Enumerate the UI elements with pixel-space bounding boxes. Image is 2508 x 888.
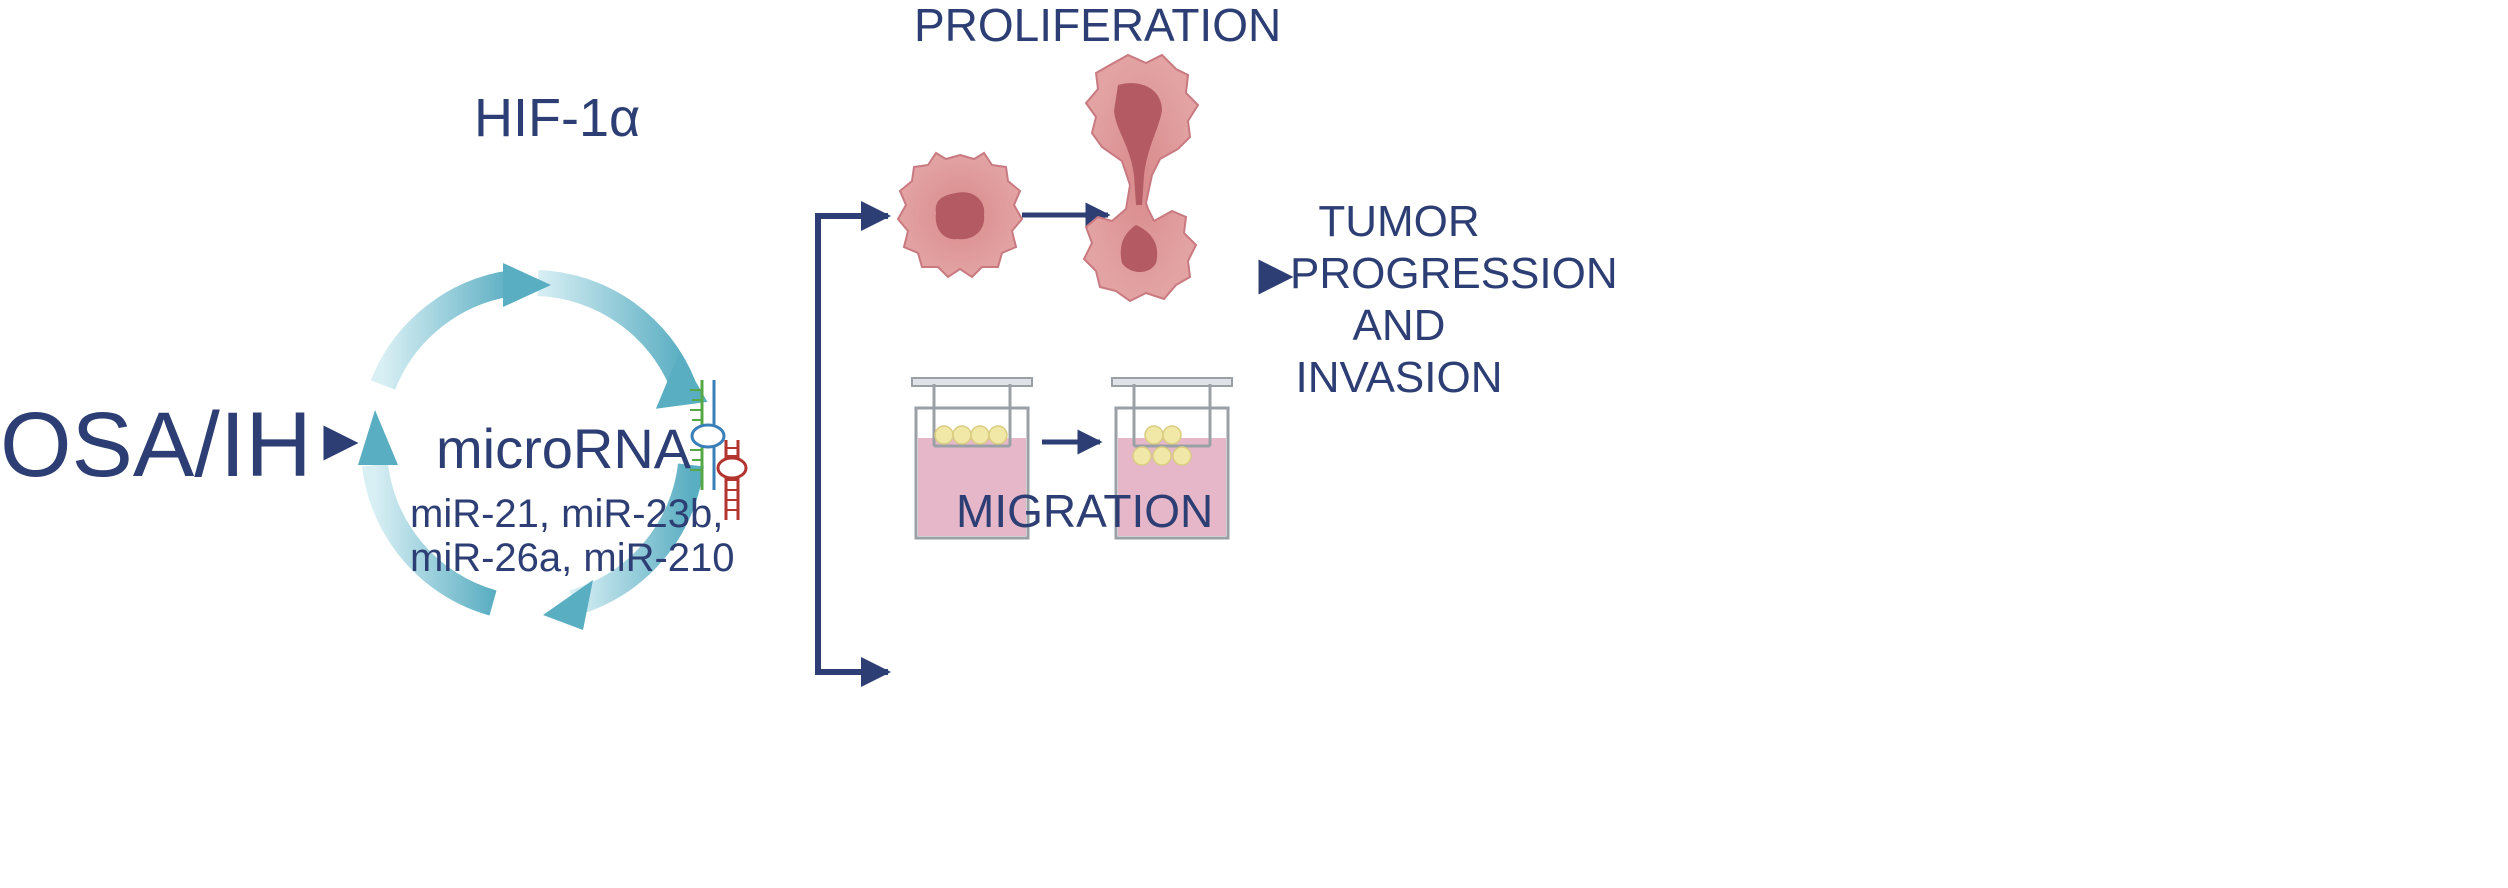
microrna-label: microRNA bbox=[436, 417, 692, 480]
loop-segment-4 bbox=[370, 270, 515, 390]
outcome-line-2: PROGRESSION bbox=[1290, 249, 1618, 298]
hif-label: HIF-1α bbox=[474, 88, 641, 148]
mirna-list-line-1: miR-21, miR-23b, bbox=[410, 492, 724, 536]
loop-segment-2 bbox=[569, 463, 704, 616]
proliferation-label: PROLIFERATION bbox=[914, 0, 1282, 51]
transwell-before bbox=[911, 377, 1033, 540]
loop-segment-3 bbox=[362, 463, 497, 616]
microrna-icon bbox=[690, 380, 748, 520]
outcome-line-1: TUMOR bbox=[1318, 197, 1480, 246]
loop-arrowhead-4 bbox=[503, 263, 551, 307]
loop-arrowhead-3 bbox=[358, 410, 398, 465]
loop-segment-1 bbox=[537, 270, 696, 391]
mirna-list-line-2: miR-26a, miR-210 bbox=[410, 536, 735, 580]
branch-connector bbox=[680, 201, 891, 687]
outcome-label: TUMOR PROGRESSION AND INVASION bbox=[1290, 196, 1618, 404]
migration-label: MIGRATION bbox=[956, 485, 1214, 537]
loop-arrowhead-1 bbox=[655, 352, 708, 409]
loop-arrowhead-2 bbox=[543, 580, 593, 630]
outcome-line-3: AND bbox=[1352, 301, 1446, 350]
input-label: OSA/IH bbox=[0, 394, 312, 496]
outcome-line-4: INVASION bbox=[1295, 353, 1503, 402]
feedback-loop bbox=[358, 263, 708, 630]
transwell-after bbox=[1111, 377, 1233, 540]
single-cell bbox=[896, 151, 1024, 279]
dividing-cell bbox=[1082, 53, 1200, 303]
